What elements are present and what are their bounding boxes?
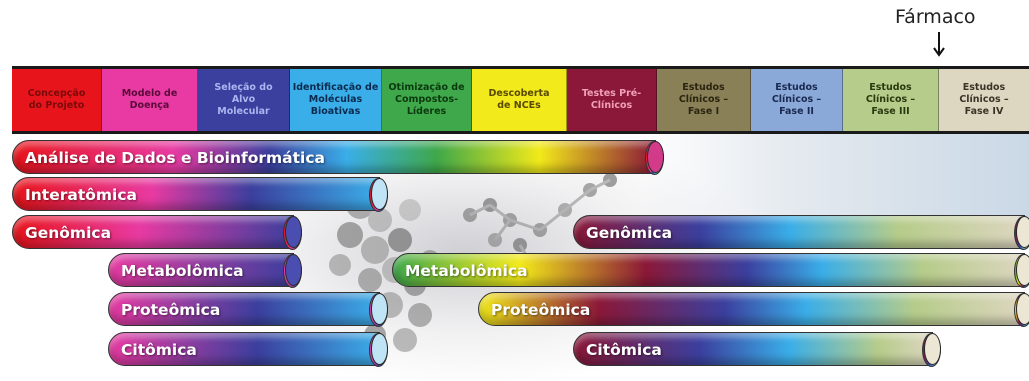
stage-label-line: do Projeto <box>28 100 85 111</box>
tube-label: Genômica <box>586 224 673 242</box>
tube-label: Proteômica <box>491 301 591 319</box>
tube-analise-bioinformatica: Análise de Dados e Bioinformática <box>12 140 664 175</box>
drug-label: Fármaco <box>895 6 976 28</box>
tube-cap <box>285 216 302 248</box>
tube-cap <box>647 141 664 173</box>
stage-label-line: Otimização de <box>388 82 465 93</box>
stage-label-line: Clínicos – <box>771 94 822 105</box>
stage-label-line: Testes Pré- <box>581 88 642 99</box>
stage-label-line: Estudos <box>869 82 912 93</box>
stage-label-line: Estudos <box>775 82 818 93</box>
tube-metabolomica-1: Metabolômica <box>108 253 302 288</box>
tube-label: Análise de Dados e Bioinformática <box>25 149 325 167</box>
tube-proteomica-1: Proteômica <box>108 292 388 327</box>
tube-label: Metabolômica <box>405 262 528 280</box>
stage-label-line: Moléculas <box>308 94 363 105</box>
tube-interatomica: Interatômica <box>12 177 388 212</box>
tube-citomica-2: Citômica <box>573 332 941 367</box>
stage-label-line: Compostos- <box>394 94 459 105</box>
tube-cap <box>1016 216 1029 248</box>
tube-proteomica-2: Proteômica <box>478 292 1029 327</box>
tube-label: Metabolômica <box>121 262 244 280</box>
tube-cap <box>285 254 302 286</box>
stage-label-line: Fase III <box>871 106 910 117</box>
tube-label: Citômica <box>586 341 662 359</box>
tube-cap <box>371 178 388 210</box>
tube-label: Citômica <box>121 341 197 359</box>
stage-label-line: Concepção <box>27 88 86 99</box>
tube-cap <box>371 293 388 325</box>
tube-cap <box>924 333 941 365</box>
tube-label: Genômica <box>25 224 112 242</box>
stage-label-line: Bioativas <box>310 106 361 117</box>
stage-label-line: Identificação de <box>292 82 379 93</box>
stage-label-line: Descoberta <box>488 88 550 99</box>
stage-label-line: Estudos <box>682 82 725 93</box>
tube-label: Proteômica <box>121 301 221 319</box>
stage-label-line: Doença <box>129 100 170 111</box>
stage-testes-preclinicos: Testes Pré-Clínicos <box>567 69 657 131</box>
tube-cap <box>371 333 388 365</box>
stage-label-line: Fase IV <box>964 106 1004 117</box>
stage-label-line: de NCEs <box>497 100 541 111</box>
stage-label-line: Molecular <box>217 106 270 117</box>
stage-label-line: Estudos <box>962 82 1006 93</box>
stage-label-line: Seleção do <box>214 82 273 93</box>
tube-cap <box>1016 293 1029 325</box>
stage-label-line: Fase II <box>779 106 814 117</box>
tube-genomica-2: Genômica <box>573 215 1029 250</box>
stage-label-line: Clínicos – <box>678 94 729 105</box>
tube-cap <box>1016 254 1029 286</box>
stage-label-line: Clínicos – <box>865 94 916 105</box>
stage-label-line: Alvo <box>231 94 256 105</box>
stage-label-line: Fase I <box>687 106 720 117</box>
tube-metabolomica-2: Metabolômica <box>392 253 1029 288</box>
stage-label-line: Modelo de <box>121 88 178 99</box>
tube-genomica-1: Genômica <box>12 215 302 250</box>
stage-label-line: Líderes <box>406 106 447 117</box>
down-arrow-icon <box>933 32 945 57</box>
stage-label-line: Clínicos – <box>959 94 1009 105</box>
stage-label-line: Clínicos <box>590 100 633 111</box>
tube-label: Interatômica <box>25 186 137 204</box>
molecule-image <box>329 173 617 352</box>
tube-citomica-1: Citômica <box>108 332 388 367</box>
